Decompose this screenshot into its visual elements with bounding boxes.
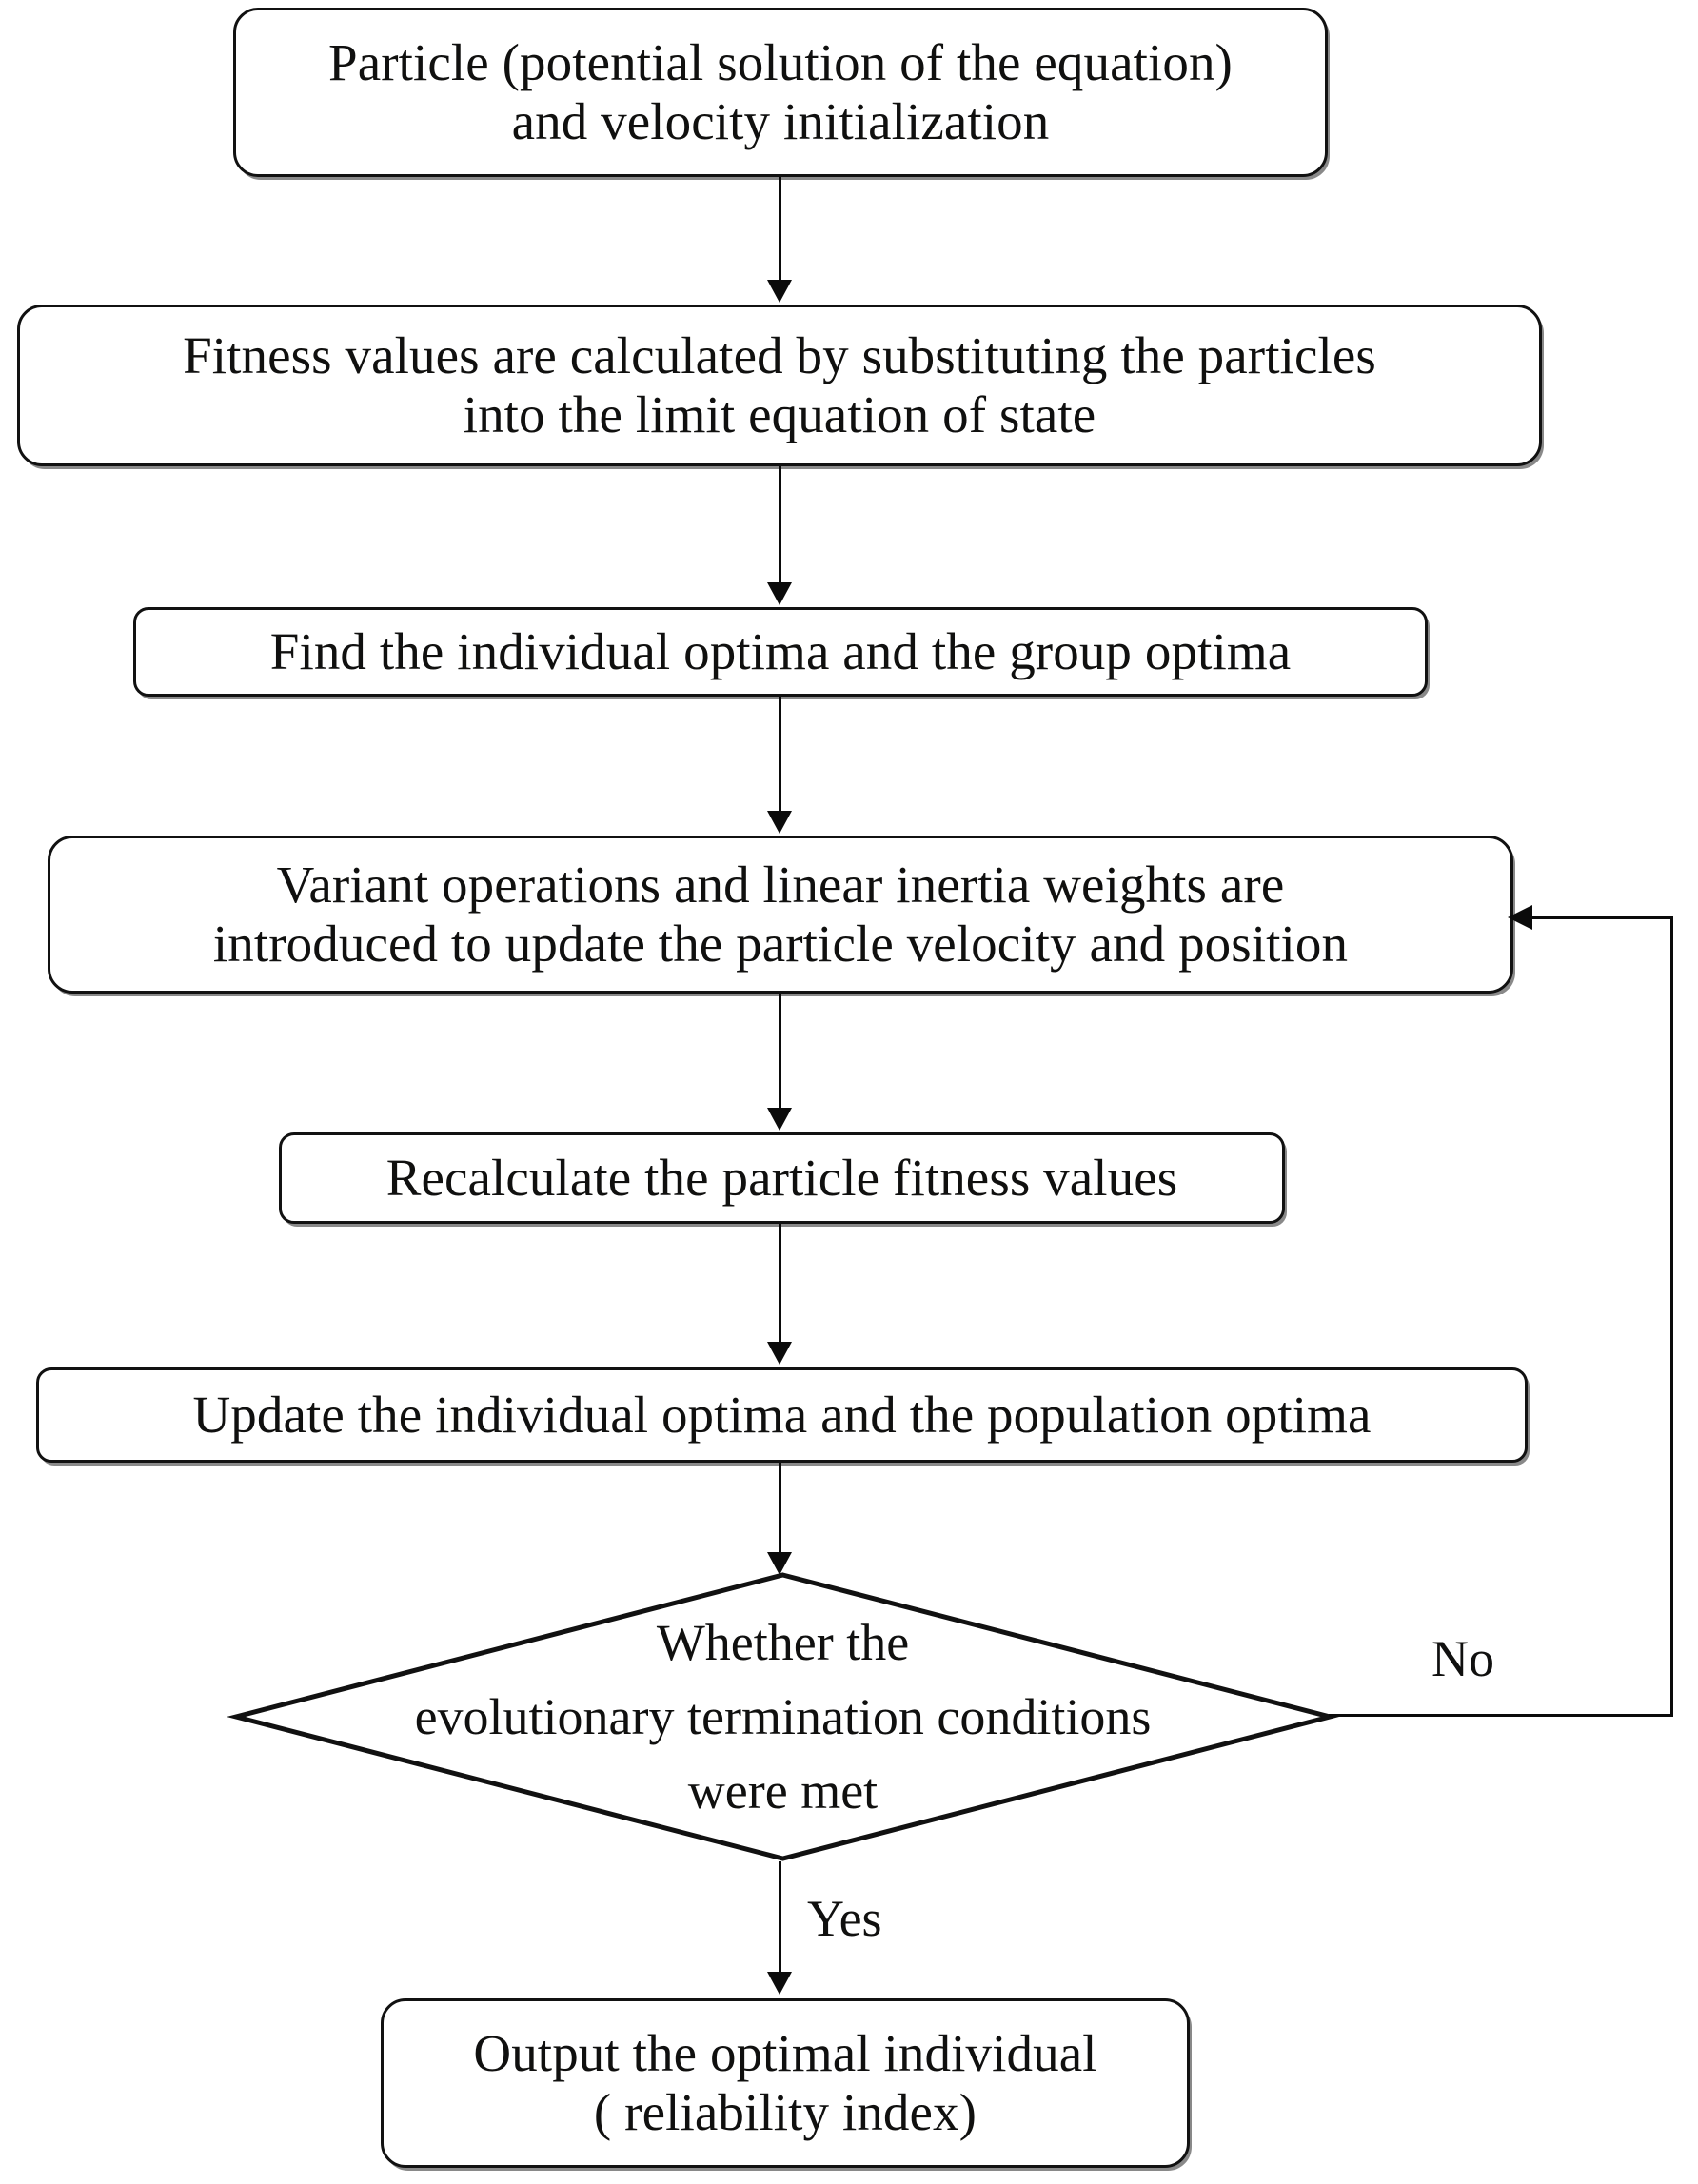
node-fitness-calculation[interactable]: Fitness values are calculated by substit…: [17, 305, 1542, 466]
edge-variant-to-recalc-line: [779, 994, 781, 1110]
edge-find-to-variant-line: [779, 697, 781, 813]
edge-find-to-variant-arrowhead: [767, 811, 792, 834]
edge-decision-no-arrowhead: [1508, 905, 1532, 930]
node-particle-initialization[interactable]: Particle (potential solution of the equa…: [233, 8, 1328, 177]
edge-decision-no-horizontal-out: [1329, 1714, 1673, 1717]
edge-start-to-fitness-line: [779, 177, 781, 282]
edge-decision-yes-line: [779, 1861, 781, 1974]
edge-label-no: No: [1431, 1630, 1494, 1687]
edge-decision-no-vertical: [1670, 916, 1673, 1717]
edge-start-to-fitness-arrowhead: [767, 280, 792, 303]
node-recalculate-fitness-label: Recalculate the particle fitness values: [385, 1149, 1178, 1208]
node-recalculate-fitness[interactable]: Recalculate the particle fitness values: [279, 1132, 1285, 1224]
node-output-optimal-individual-label: Output the optimal individual ( reliabil…: [473, 2024, 1097, 2141]
edge-variant-to-recalc-arrowhead: [767, 1108, 792, 1131]
node-termination-decision[interactable]: Whether the evolutionary termination con…: [227, 1572, 1339, 1861]
edge-fitness-to-find-line: [779, 466, 781, 585]
node-find-optima[interactable]: Find the individual optima and the group…: [133, 607, 1428, 697]
node-output-optimal-individual[interactable]: Output the optimal individual ( reliabil…: [381, 1998, 1190, 2168]
node-variant-operations[interactable]: Variant operations and linear inertia we…: [48, 836, 1513, 994]
node-fitness-calculation-label: Fitness values are calculated by substit…: [183, 326, 1376, 443]
node-particle-initialization-label: Particle (potential solution of the equa…: [328, 33, 1233, 150]
node-find-optima-label: Find the individual optima and the group…: [269, 622, 1292, 681]
edge-recalc-to-update-arrowhead: [767, 1342, 792, 1365]
node-variant-operations-label: Variant operations and linear inertia we…: [212, 856, 1349, 973]
edge-decision-no-horizontal-in: [1530, 916, 1673, 919]
edge-update-to-decision-arrowhead: [767, 1552, 792, 1575]
diamond-shape: [227, 1572, 1339, 1861]
node-update-optima[interactable]: Update the individual optima and the pop…: [36, 1367, 1528, 1463]
edge-label-yes: Yes: [807, 1890, 882, 1947]
edge-recalc-to-update-line: [779, 1224, 781, 1344]
edge-fitness-to-find-arrowhead: [767, 582, 792, 605]
node-update-optima-label: Update the individual optima and the pop…: [192, 1386, 1372, 1445]
edge-decision-yes-arrowhead: [767, 1972, 792, 1995]
edge-update-to-decision-line: [779, 1463, 781, 1554]
